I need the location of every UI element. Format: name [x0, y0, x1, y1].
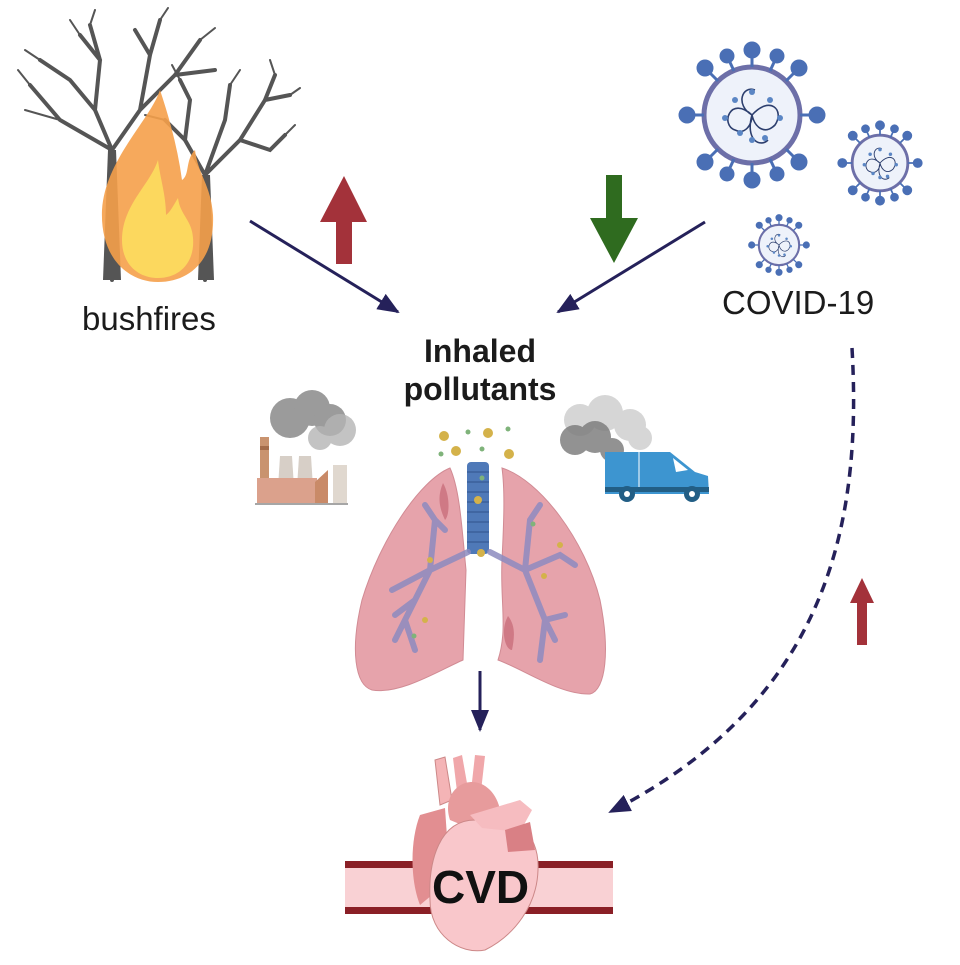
arrow-bushfires-to-pollutants: [249, 219, 400, 314]
pollutant-particles: [438, 426, 514, 459]
arrow-covid-to-pollutants: [556, 220, 706, 314]
heart-icon: [345, 755, 613, 952]
increase-arrow-small-icon: [850, 578, 874, 645]
increase-arrow-icon: [320, 176, 367, 264]
cvd-label: CVD: [432, 861, 530, 913]
inhaled-pollutants-line1: Inhaled: [423, 333, 536, 369]
decrease-arrow-icon: [590, 175, 638, 263]
bushfires-label: bushfires: [82, 300, 216, 337]
van-exhaust-icon: [560, 395, 709, 502]
factory-icon: [255, 390, 356, 505]
inhaled-pollutants-label: Inhaled pollutants: [360, 332, 600, 408]
coronavirus-icon: [678, 41, 924, 277]
lungs-icon: [354, 462, 606, 695]
inhaled-pollutants-line2: pollutants: [403, 371, 557, 407]
covid-label: COVID-19: [722, 284, 875, 321]
burning-trees-icon: [17, 7, 301, 282]
arrow-covid-to-cvd-dashed: [608, 347, 856, 814]
